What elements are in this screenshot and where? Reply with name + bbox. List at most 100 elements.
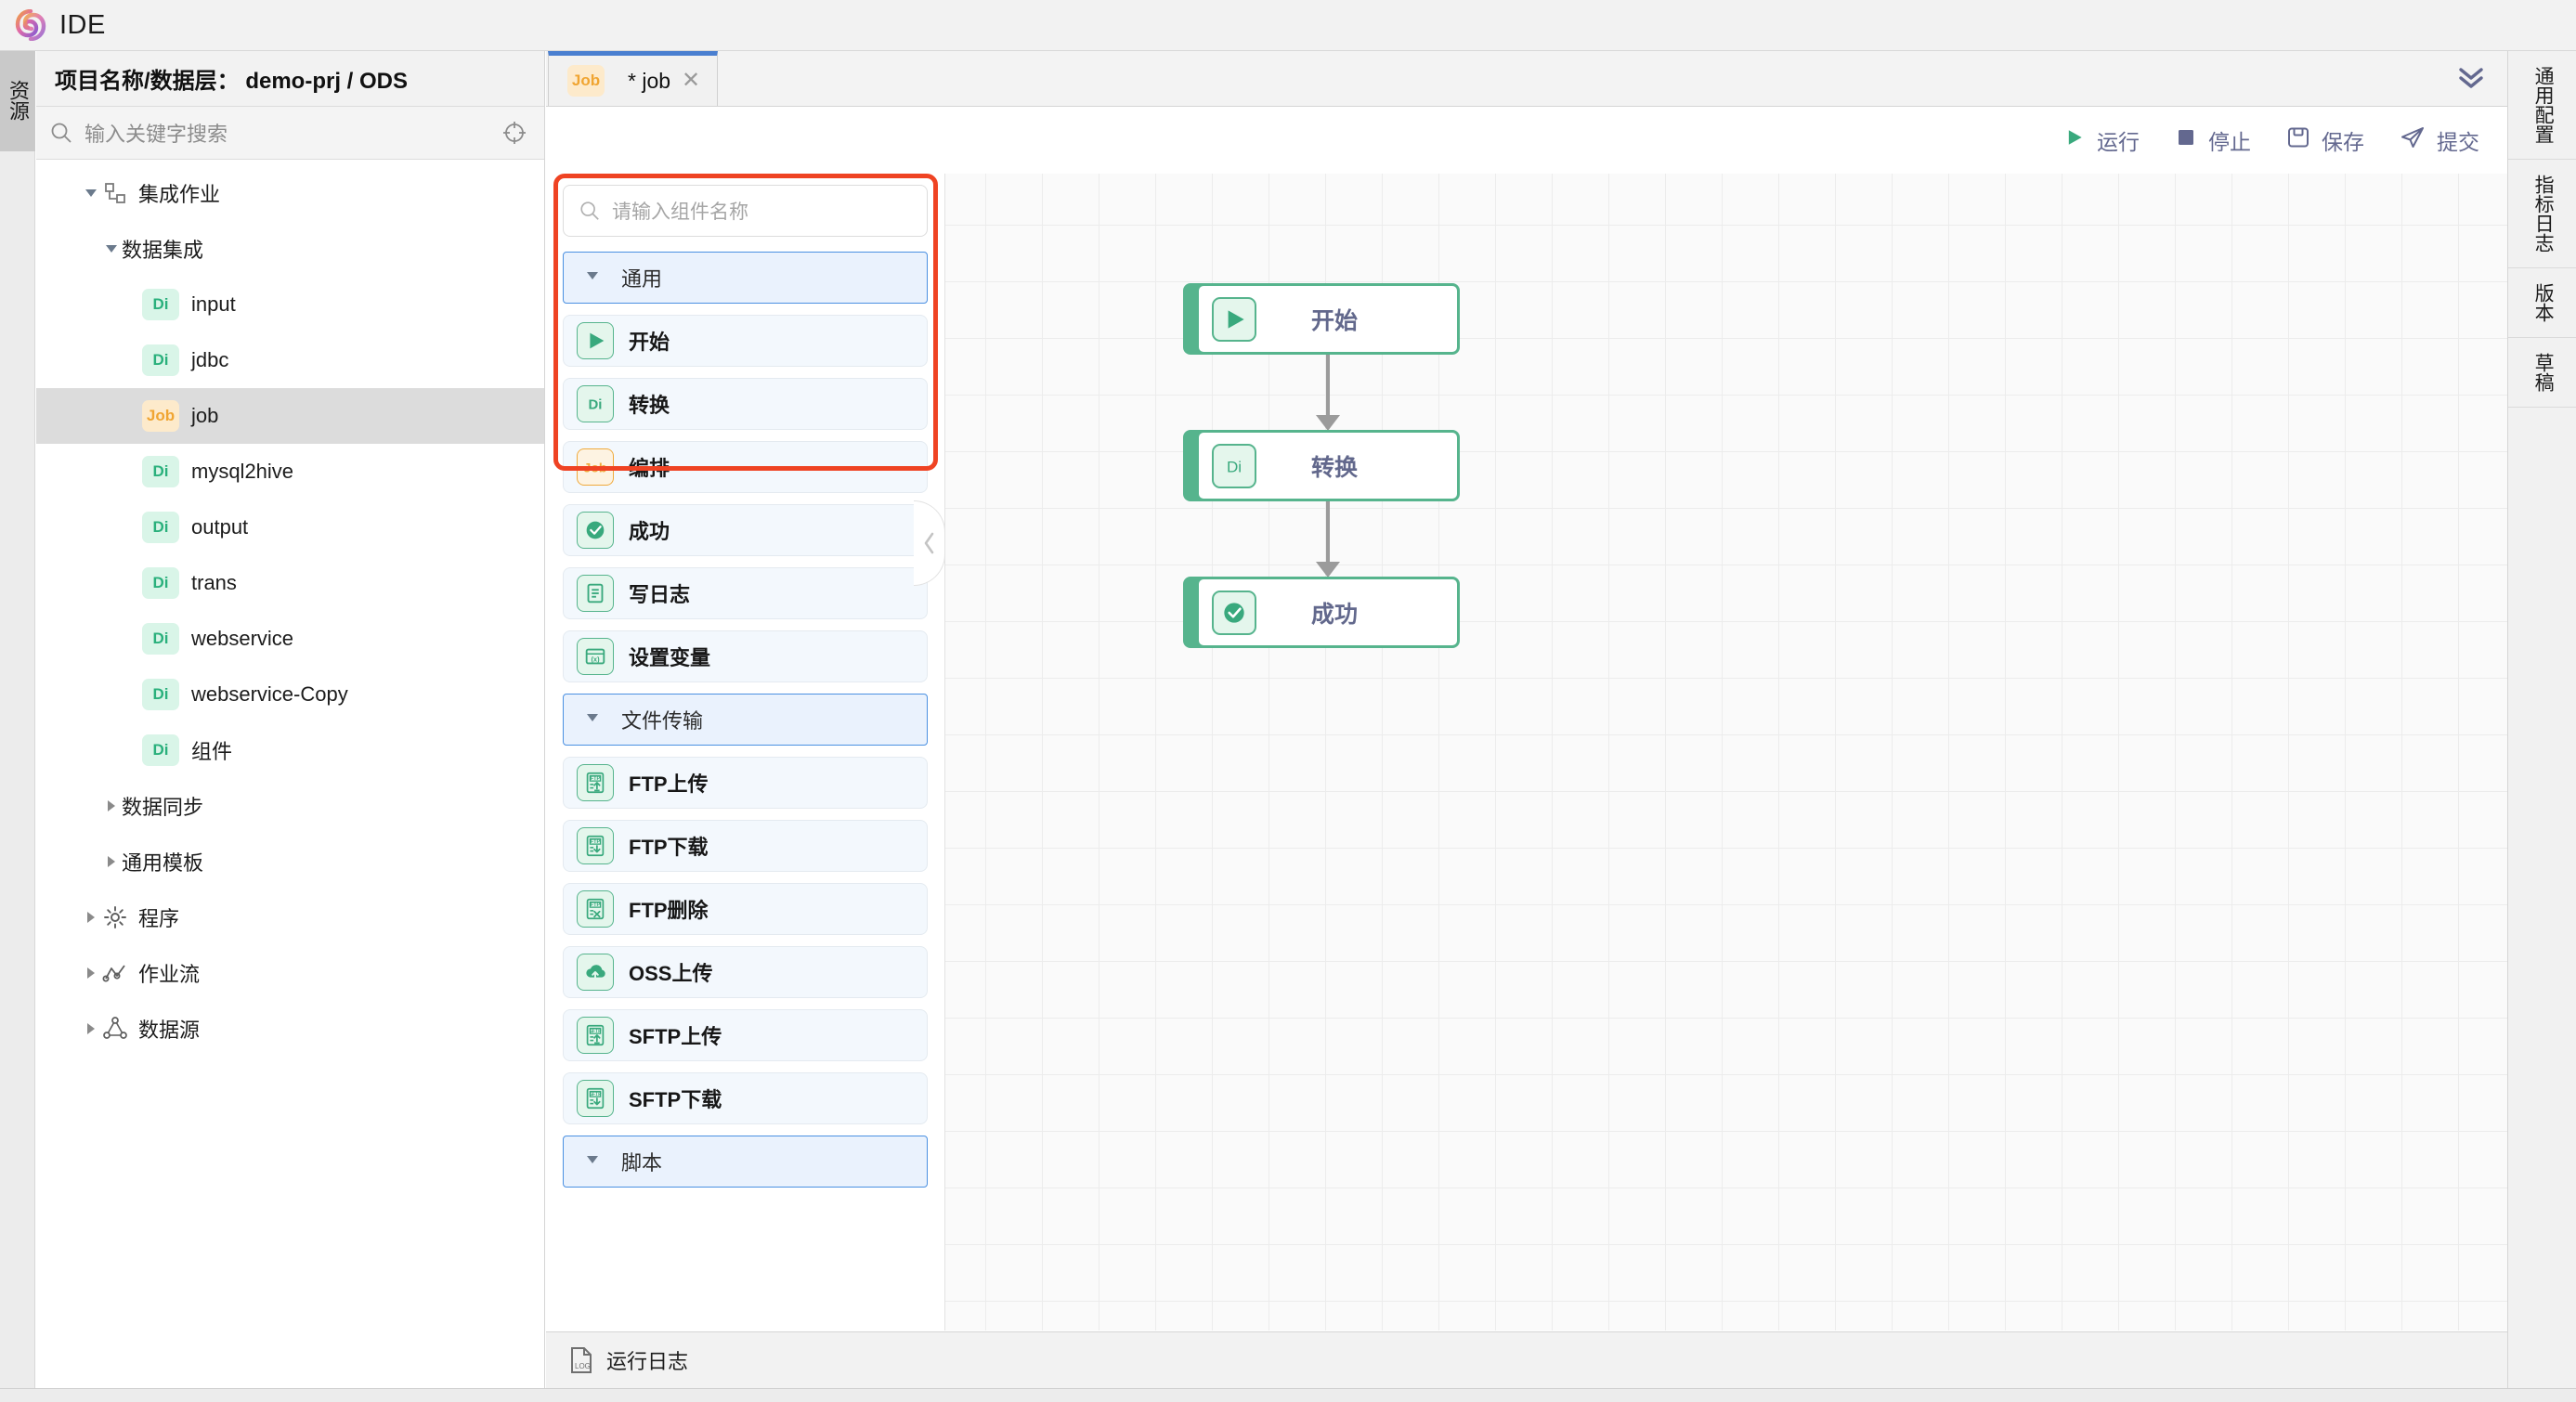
palette-item-SFTP上传[interactable]: SFTP SFTP上传 [563, 1009, 928, 1061]
palette-item-写日志[interactable]: 写日志 [563, 567, 928, 619]
palette-item-label: FTP上传 [629, 772, 709, 796]
tree-item-label: 集成作业 [138, 183, 221, 206]
palette-group-文件传输[interactable]: 文件传输 [563, 694, 928, 746]
tree-item-集成作业[interactable]: 集成作业 [36, 165, 544, 221]
type-badge: Di [142, 623, 179, 655]
toolbar-button-停止[interactable]: 停止 [2175, 124, 2251, 156]
palette-group-通用[interactable]: 通用 [563, 252, 928, 304]
tree-item-程序[interactable]: 程序 [36, 889, 544, 945]
gear-icon [101, 903, 129, 931]
palette-group-label: 通用 [621, 267, 663, 291]
caret-right-icon[interactable] [81, 963, 101, 983]
caret-right-icon[interactable] [101, 796, 122, 816]
type-badge: Di [142, 289, 179, 320]
search-input[interactable]: 输入关键字搜索 [36, 107, 544, 160]
tree-item-output[interactable]: Di output [36, 500, 544, 555]
variable-icon: (x) [577, 638, 614, 675]
flow-edge[interactable] [1326, 501, 1330, 564]
node-body: Di 转换 [1196, 430, 1460, 501]
run-log-bar[interactable]: LOG 运行日志 [546, 1331, 2507, 1388]
palette-group-label: 脚本 [621, 1151, 663, 1175]
play-icon [577, 322, 614, 359]
tree-item-作业流[interactable]: 作业流 [36, 945, 544, 1001]
caret-right-icon[interactable] [81, 907, 101, 928]
caret-down-icon[interactable] [101, 239, 122, 259]
type-badge: Di [142, 456, 179, 487]
right-rail-tab-版本[interactable]: 版本 [2508, 268, 2576, 338]
panel-collapse-handle[interactable] [914, 500, 945, 586]
tab-label: * job [628, 68, 671, 93]
tree-item-label: 程序 [138, 907, 180, 930]
right-rail-tab-通用配置[interactable]: 通用配置 [2508, 51, 2576, 160]
toolbar-button-保存[interactable]: 保存 [2286, 124, 2364, 156]
flow-node-转换[interactable]: Di 转换 [1183, 430, 1460, 501]
tree-item-数据源[interactable]: 数据源 [36, 1001, 544, 1057]
tree-item-label: job [191, 404, 219, 427]
right-rail-tab-草稿[interactable]: 草稿 [2508, 338, 2576, 408]
close-icon[interactable]: ✕ [682, 68, 701, 93]
run-log-label: 运行日志 [606, 1350, 689, 1373]
tree-item-通用模板[interactable]: 通用模板 [36, 834, 544, 889]
sftp-upload-icon: SFTP [577, 1017, 614, 1054]
sitemap-icon [101, 179, 129, 207]
component-search-input[interactable]: 请输入组件名称 [563, 185, 928, 237]
flow-node-label: 转换 [1310, 454, 1358, 481]
svg-text:SFTP: SFTP [590, 1092, 603, 1097]
crosshair-icon[interactable] [501, 120, 527, 146]
flow-canvas[interactable]: 开始 Di 转换 成功 [945, 174, 2507, 1331]
palette-group-脚本[interactable]: 脚本 [563, 1136, 928, 1188]
rail-tab-resources[interactable]: 资源 [0, 51, 35, 151]
double-chevron-down-icon[interactable] [2455, 66, 2487, 95]
sftp-download-icon: SFTP [577, 1080, 614, 1117]
palette-item-OSS上传[interactable]: OSS上传 [563, 946, 928, 998]
tree-item-label: mysql2hive [191, 460, 294, 483]
caret-right-icon[interactable] [81, 1019, 101, 1039]
toolbar-button-label: 停止 [2208, 130, 2251, 154]
caret-right-icon[interactable] [101, 851, 122, 872]
palette-item-label: SFTP上传 [629, 1025, 722, 1048]
node-body: 开始 [1196, 283, 1460, 355]
tree-item-label: 组件 [191, 740, 233, 763]
svg-text:FTP: FTP [591, 776, 601, 782]
palette-item-FTP上传[interactable]: FTP FTP上传 [563, 757, 928, 809]
tree-item-label: 作业流 [138, 963, 201, 986]
tab-badge: Job [567, 65, 605, 97]
right-rail-tab-指标日志[interactable]: 指标日志 [2508, 160, 2576, 268]
tree-item-mysql2hive[interactable]: Di mysql2hive [36, 444, 544, 500]
type-badge: Di [142, 512, 179, 543]
play-icon [1212, 296, 1256, 342]
type-badge: Di [142, 679, 179, 710]
left-rail: 资源 [0, 51, 35, 1388]
editor-area: Job * job ✕ 运行 停止 保存 提交 请输入组件名称 [546, 51, 2507, 1388]
tree-item-数据同步[interactable]: 数据同步 [36, 778, 544, 834]
palette-item-label: OSS上传 [629, 962, 713, 985]
tab-job[interactable]: Job * job ✕ [548, 51, 719, 106]
palette-item-label: 开始 [629, 331, 670, 354]
tree-item-label: output [191, 515, 249, 539]
toolbar-button-提交[interactable]: 提交 [2400, 124, 2479, 156]
palette-item-开始[interactable]: 开始 [563, 315, 928, 367]
flow-node-成功[interactable]: 成功 [1183, 577, 1460, 648]
flow-node-开始[interactable]: 开始 [1183, 283, 1460, 355]
caret-down-icon[interactable] [81, 183, 101, 203]
toolbar-button-运行[interactable]: 运行 [2062, 124, 2140, 156]
palette-item-成功[interactable]: 成功 [563, 504, 928, 556]
app-bar: IDE [0, 0, 2576, 51]
palette-item-设置变量[interactable]: (x)设置变量 [563, 630, 928, 682]
palette-item-label: FTP删除 [629, 899, 709, 922]
flow-edge[interactable] [1326, 355, 1330, 417]
tree-item-label: input [191, 292, 236, 316]
tree-item-数据集成[interactable]: 数据集成 [36, 221, 544, 277]
